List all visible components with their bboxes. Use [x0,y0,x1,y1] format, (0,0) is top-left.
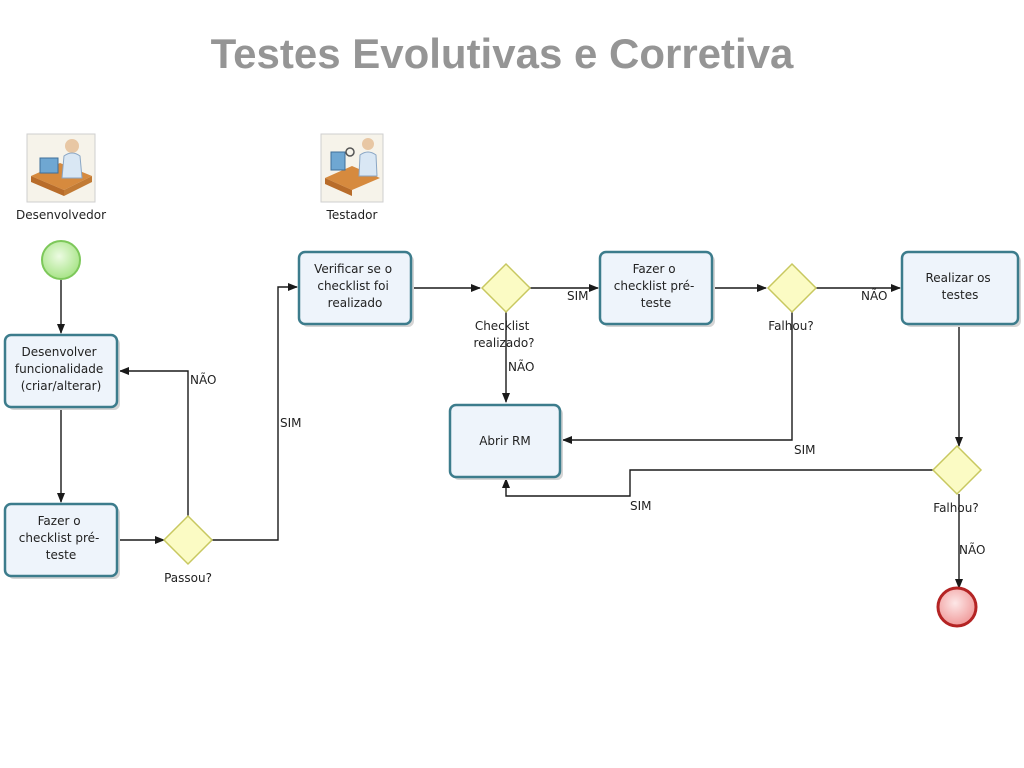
tester-label: Testador [326,208,378,222]
start-event [41,240,81,280]
task-tester-checklist-line-1: Fazer o [633,262,676,276]
developer-actor-icon [26,133,96,203]
task-dev-checklist-line-2: checklist pré- [19,531,100,545]
svg-text:Fazer o checklist pré-: Fazer o checklist pré- teste [19,514,103,562]
edge-label-failed1-no: NÃO [861,288,887,303]
task-develop-functionality: Desenvolver funcionalidade (criar/altera… [3,333,120,410]
gateway-failed-2-label: Falhou? [933,501,978,515]
edge-failed2-yes-to-rm [502,469,933,497]
task-verify-line-3: realizado [328,296,383,310]
task-open-rm: Abrir RM [448,403,563,480]
task-develop-line-3: (criar/alterar) [21,379,102,393]
gateway-failed-1 [766,262,818,314]
gateway-failed-1-label: Falhou? [768,319,813,333]
svg-text:Abrir RM: Abrir RM [479,434,531,448]
task-dev-checklist-line-3: teste [46,548,76,562]
gateway-failed-2 [931,444,983,496]
svg-text:Desenvolver funcionalida: Desenvolver funcionalidade (criar/altera… [15,345,107,393]
svg-text:Verificar se o checklist: Verificar se o checklist foi realizado [314,262,396,310]
gateway-passed-label: Passou? [164,571,212,585]
edge-failed1-yes-to-rm [562,312,793,444]
tester-actor-icon [320,133,384,203]
gateway-passed [162,514,214,566]
edge-passed-no-to-develop [119,367,189,516]
task-run-tests: Realizar os testes [900,250,1021,327]
svg-text:Fazer o checklist pré-: Fazer o checklist pré- teste [614,262,698,310]
task-dev-checklist-line-1: Fazer o [38,514,81,528]
edge-passed-yes-to-verify [212,283,298,541]
task-open-rm-line-1: Abrir RM [479,434,531,448]
edge-label-failed2-yes: SIM [630,499,652,513]
edge-label-checklist-no: NÃO [508,359,534,374]
edge-label-failed1-yes: SIM [794,443,816,457]
task-tester-checklist: Fazer o checklist pré- teste [598,250,715,327]
task-tester-checklist-line-3: teste [641,296,671,310]
svg-text:Realizar os testes: Realizar os testes [925,271,994,302]
connectors [57,280,963,589]
task-run-tests-line-1: Realizar os [925,271,990,285]
end-event [936,586,978,628]
edge-label-passed-no: NÃO [190,372,216,387]
gateway-checklist-done [480,262,532,314]
edge-label-passed-yes: SIM [280,416,302,430]
task-dev-checklist: Fazer o checklist pré- teste [3,502,120,579]
gateway-checklist-label: Checklist realizado? [473,319,534,350]
task-verify-line-2: checklist foi [317,279,388,293]
developer-label: Desenvolvedor [16,208,106,222]
edge-label-failed2-no: NÃO [959,542,985,557]
task-verify-line-1: Verificar se o [314,262,392,276]
task-develop-line-1: Desenvolver [22,345,97,359]
task-verify-checklist: Verificar se o checklist foi realizado [297,250,414,327]
task-develop-line-2: funcionalidade [15,362,103,376]
task-tester-checklist-line-2: checklist pré- [614,279,695,293]
page-title: Testes Evolutivas e Corretiva [210,30,794,77]
edge-label-checklist-yes: SIM [567,289,589,303]
task-run-tests-line-2: testes [942,288,979,302]
